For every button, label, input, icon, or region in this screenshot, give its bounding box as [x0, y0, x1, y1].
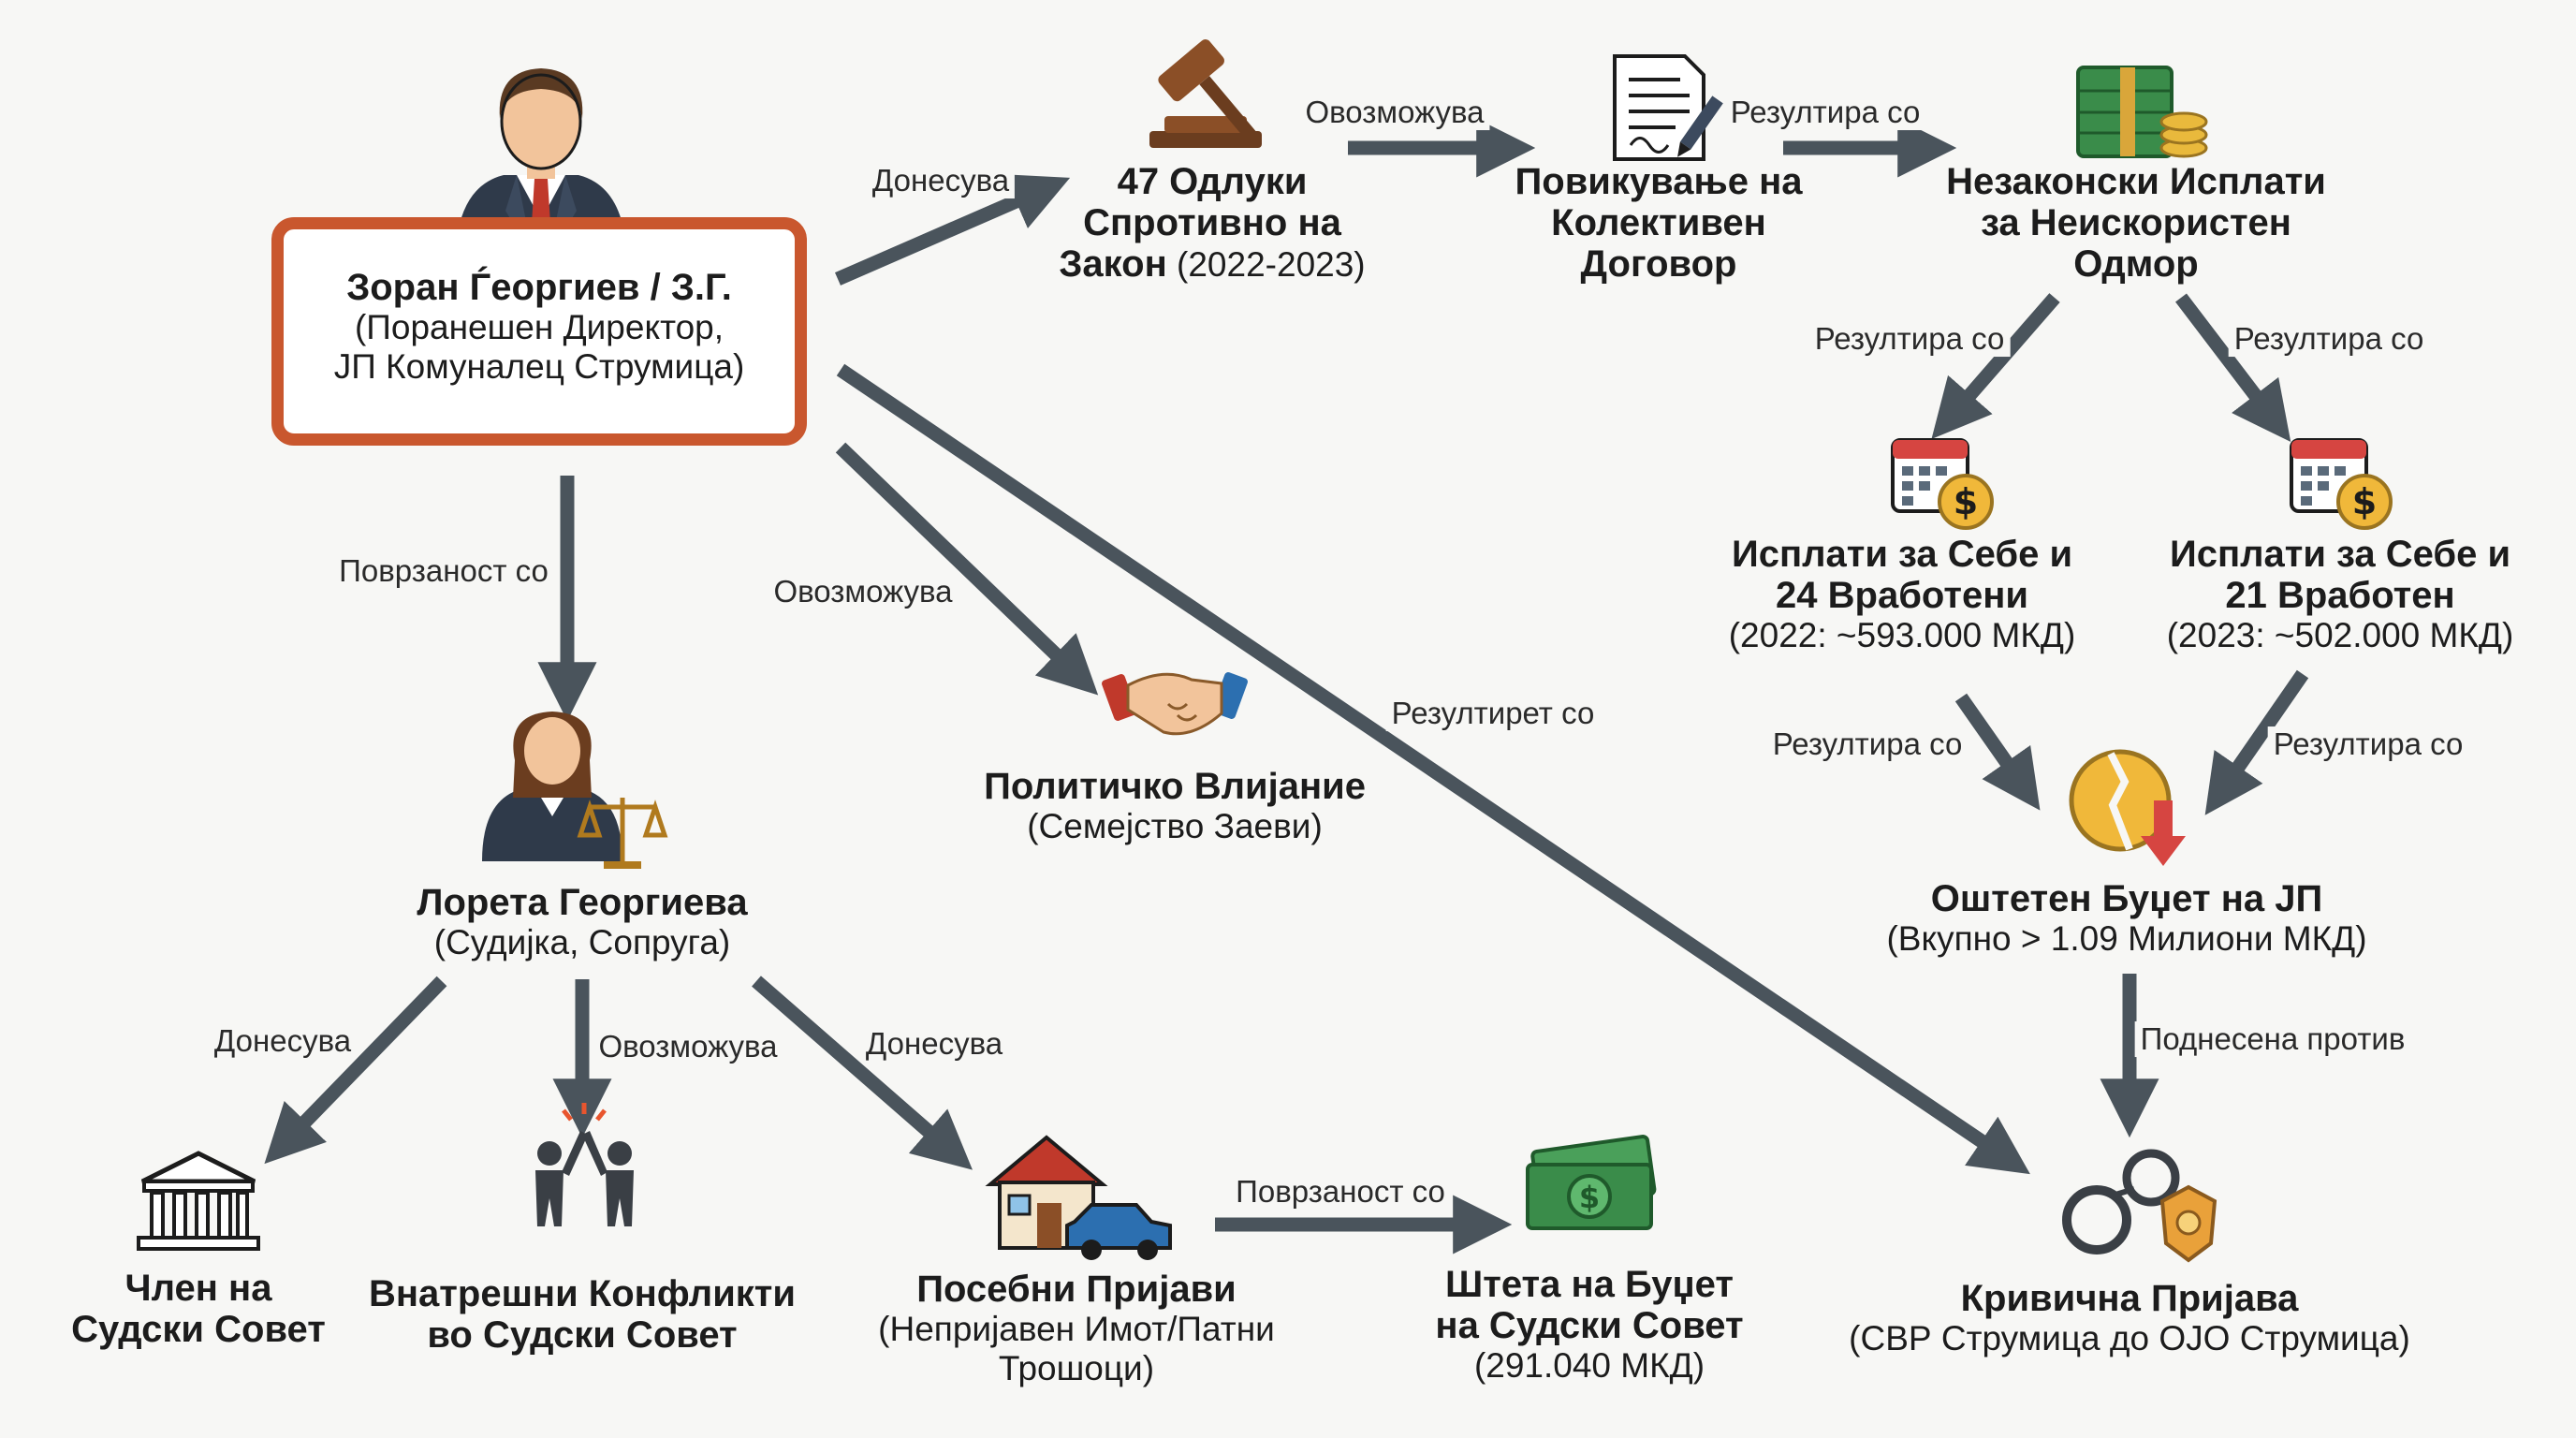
label-loreta-conflicts: Овозможува — [593, 1029, 783, 1064]
label-loreta-reports: Донесува — [859, 1026, 1009, 1062]
node-council-damage: Штета на Буџет на Судски Совет (291.040 … — [1435, 1264, 1743, 1386]
pay2023-line2: 21 Вработен — [2225, 575, 2455, 616]
edge-root-criminal — [836, 363, 2030, 1175]
label-decisions-agreement: Овозможува — [1299, 95, 1490, 130]
reports-line3: Трошоци) — [998, 1349, 1155, 1387]
root-node-box — [271, 217, 807, 446]
node-criminal-report: Кривична Пријава (СВР Струмица до ОЈО Ст… — [1849, 1278, 2410, 1358]
edge-payments-2022 — [1931, 293, 2060, 440]
broken-coin-down-icon — [2069, 749, 2186, 866]
member-line2: Судски Совет — [71, 1309, 326, 1350]
calendar-coin-icon: $ — [2290, 438, 2393, 530]
label-budget-criminal: Поднесена против — [2134, 1021, 2411, 1057]
node-decisions: 47 Одлуки Спротивно на Закон (2022-2023) — [1059, 161, 1365, 285]
payments-line1: Незаконски Исплати — [1946, 161, 2326, 202]
money-stack-icon — [2076, 66, 2208, 158]
handcuffs-badge-icon — [2062, 1149, 2217, 1263]
node-political-influence: Политичко Влијание (Семејство Заеви) — [984, 766, 1366, 846]
label-root-political: Овозможува — [768, 574, 959, 609]
budget-line2: (Вкупно > 1.09 Милиони МКД) — [1886, 919, 2367, 958]
node-special-reports: Посебни Пријави (Непријавен Имот/Патни Т… — [878, 1269, 1275, 1388]
node-payments-2022: Исплати за Себе и 24 Вработени (2022: ~5… — [1729, 534, 2076, 655]
pay2022-line1: Исплати за Себе и — [1731, 534, 2073, 575]
node-agreement: Повикување на Колективен Договор — [1515, 161, 1803, 285]
svg-text:$: $ — [1579, 1180, 1600, 1215]
payments-line3: Одмор — [2073, 243, 2199, 285]
node-payments-2023: Исплати за Себе и 21 Вработен (2023: ~50… — [2167, 534, 2514, 655]
node-loreta: Лорета Георгиева (Судијка, Сопруга) — [417, 882, 747, 962]
reports-line1: Посебни Пријави — [916, 1269, 1237, 1310]
edge-loreta-member — [264, 976, 447, 1165]
node-damaged-budget: Оштетен Буџет на ЈП (Вкупно > 1.09 Милио… — [1886, 878, 2366, 959]
handshake-icon — [1102, 672, 1248, 736]
label-2023-budget: Резултира со — [2267, 726, 2469, 762]
edge-2023-budget — [2204, 669, 2309, 815]
damage-line3: (291.040 МКД) — [1473, 1346, 1705, 1385]
fighting-people-icon — [535, 1103, 634, 1226]
root-subtitle-2: ЈП Комуналец Струмица) — [333, 347, 745, 386]
agreement-line1: Повикување на — [1515, 161, 1803, 202]
edge-payments-2023 — [2175, 293, 2291, 443]
conflicts-line2: во Судски Совет — [427, 1314, 738, 1356]
political-line2: (Семејство Заеви) — [1027, 807, 1323, 845]
pay2023-line3: (2023: ~502.000 МКД) — [2166, 616, 2514, 654]
root-subtitle-1: (Поранешен Директор, — [354, 308, 724, 346]
label-loreta-member: Донесува — [208, 1023, 358, 1059]
edge-root-decisions — [835, 174, 1071, 286]
decisions-line2: Спротивно на — [1083, 202, 1341, 243]
loreta-line2: (Судијка, Сопруга) — [433, 923, 731, 961]
budget-line1: Оштетен Буџет на ЈП — [1930, 878, 2323, 919]
label-reports-damage: Поврзаност со — [1230, 1174, 1451, 1210]
contract-document-icon — [1613, 54, 1723, 161]
decisions-line1: 47 Одлуки — [1117, 161, 1308, 202]
label-agreement-payments: Резултира со — [1724, 95, 1926, 130]
pay2023-line1: Исплати за Себе и — [2169, 534, 2511, 575]
edge-2022-budget — [1954, 693, 2041, 811]
conflicts-line1: Внатрешни Конфликти — [369, 1273, 796, 1314]
label-root-decisions: Донесува — [866, 163, 1016, 198]
node-internal-conflicts: Внатрешни Конфликти во Судски Совет — [369, 1273, 796, 1356]
damage-line1: Штета на Буџет — [1445, 1264, 1734, 1305]
gavel-icon — [1149, 39, 1262, 148]
agreement-line2: Колективен — [1551, 202, 1766, 243]
banknotes-icon: $ — [1526, 1135, 1657, 1230]
house-car-icon — [985, 1135, 1172, 1260]
root-node: Зоран Ѓеоргиев / З.Г. (Поранешен Директо… — [271, 267, 807, 387]
decisions-line3-bold: Закон — [1059, 243, 1167, 285]
criminal-line1: Кривична Пријава — [1960, 1278, 2299, 1319]
label-root-criminal: Резултирет со — [1385, 696, 1601, 731]
root-title: Зоран Ѓеоргиев / З.Г. — [346, 267, 732, 308]
member-line1: Член на — [124, 1268, 272, 1309]
decisions-line3-rest: (2022-2023) — [1166, 245, 1366, 284]
calendar-coin-icon: $ — [1891, 438, 1994, 530]
edge-loreta-reports — [752, 976, 973, 1170]
agreement-line3: Договор — [1580, 243, 1737, 285]
svg-text:$: $ — [1954, 481, 1978, 522]
label-2022-budget: Резултира со — [1766, 726, 1969, 762]
political-line1: Политичко Влијание — [984, 766, 1366, 807]
loreta-line1: Лорета Георгиева — [417, 882, 748, 923]
svg-text:$: $ — [2352, 481, 2377, 522]
pay2022-line2: 24 Вработени — [1776, 575, 2028, 616]
payments-line2: за Неискористен — [1981, 202, 2291, 243]
pay2022-line3: (2022: ~593.000 МКД) — [1728, 616, 2076, 654]
damage-line2: на Судски Совет — [1435, 1305, 1744, 1346]
node-illegal-payments: Незаконски Исплати за Неискористен Одмор — [1946, 161, 2326, 285]
edge-root-political — [835, 442, 1099, 696]
label-payments-2023: Резултира со — [2228, 321, 2430, 357]
courthouse-icon — [137, 1151, 260, 1251]
label-root-loreta: Поврзаност со — [333, 553, 554, 589]
reports-line2: (Непријавен Имот/Патни — [878, 1310, 1275, 1348]
label-payments-2022: Резултира со — [1808, 321, 2011, 357]
judge-woman-scales-icon — [482, 712, 668, 869]
node-council-member: Член на Судски Совет — [71, 1268, 326, 1350]
criminal-line2: (СВР Струмица до ОЈО Струмица) — [1849, 1319, 2410, 1357]
